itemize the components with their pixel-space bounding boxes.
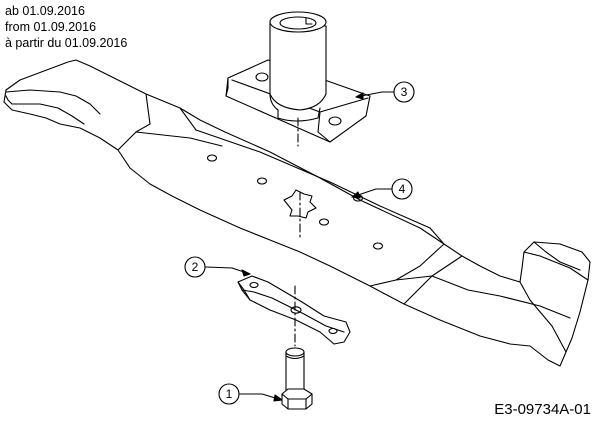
blade-hole bbox=[206, 154, 218, 162]
date-line-en: from 01.09.2016 bbox=[5, 20, 97, 34]
plate-hole bbox=[290, 306, 302, 314]
leader-arrow-4 bbox=[351, 191, 361, 199]
leader-arrow-3 bbox=[355, 92, 364, 100]
adapter-tube bbox=[269, 21, 327, 111]
blade-hole bbox=[256, 177, 268, 185]
lock-plate[interactable] bbox=[237, 275, 351, 347]
blade-right-edge bbox=[519, 281, 567, 353]
leader-arrow-2 bbox=[241, 269, 251, 277]
callout-number: 2 bbox=[192, 260, 199, 274]
leader-line-3 bbox=[355, 91, 395, 98]
adapter-key bbox=[305, 17, 313, 25]
adapter-hole bbox=[328, 116, 342, 126]
blade-left-edge bbox=[5, 89, 101, 115]
bolt-head-edge bbox=[281, 393, 313, 400]
callout-3[interactable]: 3 bbox=[393, 81, 415, 103]
plate-edge bbox=[241, 289, 345, 333]
plate-hole bbox=[249, 281, 259, 289]
blade-right-twist-1 bbox=[429, 227, 445, 245]
blade-right-twist-4 bbox=[395, 275, 433, 281]
blade-center-top bbox=[195, 129, 431, 229]
blade-hole bbox=[372, 242, 384, 250]
blade-outline bbox=[3, 59, 591, 367]
adapter-tube-bore bbox=[279, 16, 317, 30]
adapter-flange-edge bbox=[225, 77, 229, 97]
callout-1[interactable]: 1 bbox=[218, 383, 240, 405]
date-line-fr: à partir du 01.09.2016 bbox=[5, 36, 128, 50]
blade-right-wing bbox=[523, 251, 589, 281]
blade-left-twist-3 bbox=[179, 107, 197, 131]
mower-blade[interactable] bbox=[3, 59, 591, 367]
blade-left-twist-4 bbox=[135, 131, 223, 147]
blade-right-twist-3 bbox=[431, 275, 571, 319]
bolt[interactable] bbox=[281, 347, 313, 410]
drawing-reference-code: E3-09734A-01 bbox=[494, 401, 591, 418]
callout-number: 4 bbox=[399, 182, 406, 196]
blade-right-wing-inner bbox=[533, 241, 581, 271]
blade-hole bbox=[318, 218, 330, 226]
plate-outline bbox=[237, 275, 351, 345]
adapter-flange-side bbox=[317, 111, 331, 143]
blade-left-lip bbox=[11, 103, 85, 125]
blade-left-twist-2 bbox=[145, 93, 151, 125]
callout-number: 1 bbox=[226, 387, 233, 401]
blade-center-hole bbox=[283, 189, 317, 219]
callout-2[interactable]: 2 bbox=[184, 256, 206, 278]
callout-number: 3 bbox=[401, 85, 408, 99]
callout-4[interactable]: 4 bbox=[391, 178, 413, 200]
leader-arrow-1 bbox=[273, 394, 283, 402]
blade-right-twist-5 bbox=[369, 243, 445, 287]
adapter-tube-base bbox=[269, 93, 321, 122]
bolt-thread-end bbox=[285, 355, 305, 360]
validity-dates: ab 01.09.2016 from 01.09.2016 à partir d… bbox=[5, 3, 127, 51]
leader-line-4 bbox=[351, 188, 393, 198]
blade-adapter[interactable] bbox=[225, 11, 371, 147]
adapter-hole bbox=[255, 72, 269, 82]
bolt-tip bbox=[285, 347, 305, 357]
date-line-de: ab 01.09.2016 bbox=[5, 4, 85, 18]
blade-left-flute bbox=[5, 95, 13, 105]
plate-hole bbox=[328, 327, 338, 335]
